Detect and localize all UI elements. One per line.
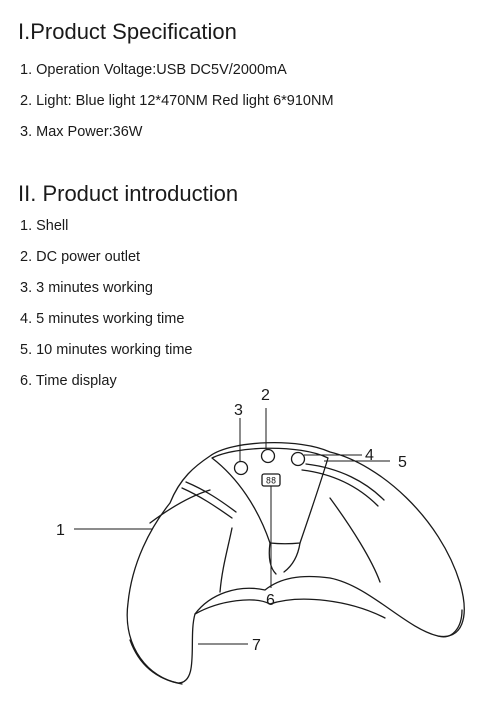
right-arm-lower bbox=[329, 497, 381, 583]
spec-item-light: 2. Light: Blue light 12*470NM Red light … bbox=[20, 93, 334, 109]
product-diagram: 88 1 2 3 4 5 6 7 bbox=[56, 387, 465, 685]
right-arm-band-2 bbox=[305, 463, 385, 501]
center-seam-2 bbox=[283, 542, 301, 573]
spec-item-voltage: 1. Operation Voltage:USB DC5V/2000mA bbox=[20, 62, 287, 78]
spec-item-power: 3. Max Power:36W bbox=[20, 124, 143, 140]
right-arm-band bbox=[301, 469, 379, 507]
intro-heading: II. Product introduction bbox=[18, 181, 239, 206]
base-rim-left bbox=[129, 639, 183, 685]
left-arm-band bbox=[181, 487, 233, 519]
callout-2: 2 bbox=[261, 387, 270, 404]
left-arm-lower bbox=[219, 527, 233, 593]
spec-heading: I.Product Specification bbox=[18, 19, 237, 44]
base-inner-rim bbox=[194, 598, 386, 619]
intro-list: 1. Shell 2. DC power outlet 3. 3 minutes… bbox=[20, 216, 192, 402]
intro-item-5min: 4. 5 minutes working time bbox=[20, 311, 185, 327]
button-10min bbox=[290, 451, 306, 467]
callout-1: 1 bbox=[56, 522, 65, 539]
intro-item-3min: 3. 3 minutes working bbox=[20, 280, 153, 296]
base-rim-right bbox=[437, 609, 463, 638]
callout-4: 4 bbox=[365, 447, 374, 464]
center-console bbox=[211, 447, 329, 545]
intro-item-10min: 5. 10 minutes working time bbox=[20, 342, 193, 358]
intro-item-dc-outlet: 2. DC power outlet bbox=[20, 249, 141, 265]
intro-item-time-display: 6. Time display bbox=[20, 373, 117, 389]
intro-item-shell: 1. Shell bbox=[20, 218, 69, 234]
callout-3: 3 bbox=[234, 402, 243, 419]
center-seam bbox=[268, 542, 277, 575]
callout-6: 6 bbox=[266, 592, 275, 609]
spec-list: 1. Operation Voltage:USB DC5V/2000mA 2. … bbox=[20, 60, 334, 153]
callout-7: 7 bbox=[252, 637, 261, 654]
button-3min bbox=[233, 460, 249, 476]
button-5min bbox=[260, 448, 276, 464]
left-arm-band-2 bbox=[185, 481, 237, 513]
shell-outline bbox=[126, 442, 465, 684]
callout-5: 5 bbox=[398, 454, 407, 471]
time-display-readout: 88 bbox=[266, 477, 276, 487]
